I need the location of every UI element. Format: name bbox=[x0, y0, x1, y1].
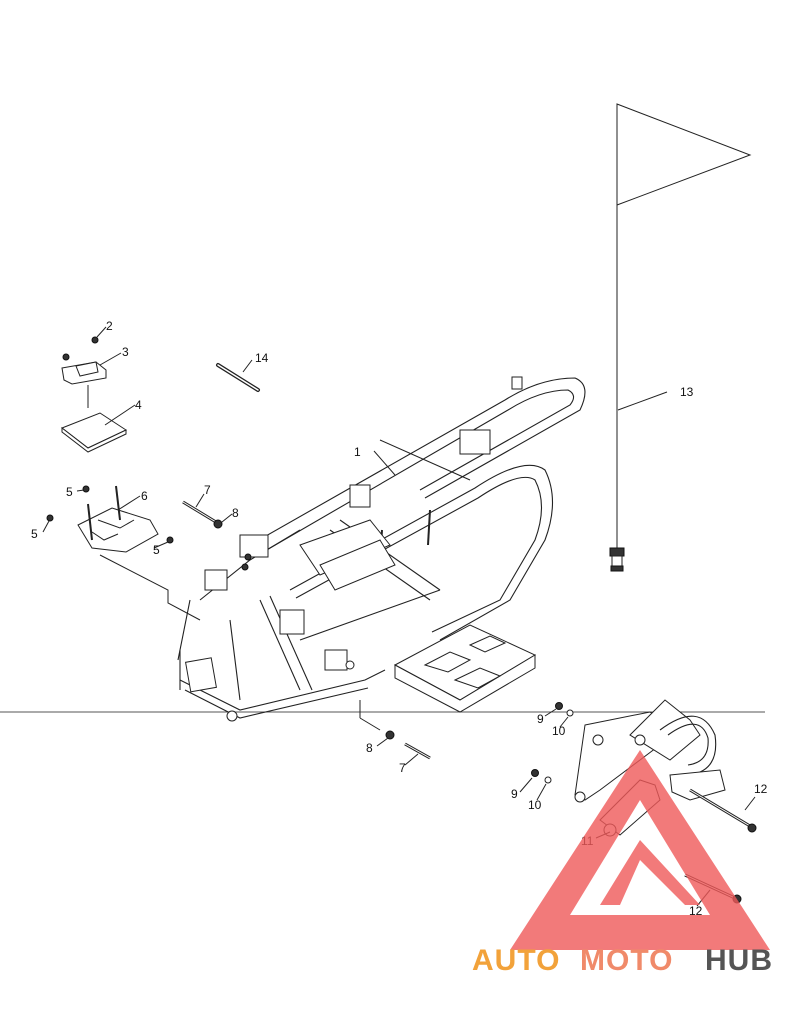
watermark-text: AUTO MOTO HUB bbox=[472, 944, 773, 977]
watermark-auto: AUTO bbox=[472, 944, 560, 977]
callout-12a: 12 bbox=[754, 782, 768, 796]
callout-5a: 5 bbox=[66, 485, 73, 499]
callout-14: 14 bbox=[255, 351, 269, 365]
leader-lines bbox=[42, 326, 756, 907]
flag-assembly bbox=[609, 103, 752, 572]
callout-5c: 5 bbox=[153, 543, 160, 557]
callout-7a: 7 bbox=[204, 483, 211, 497]
callout-2: 2 bbox=[106, 319, 113, 333]
callout-9b: 9 bbox=[511, 787, 518, 801]
main-frame bbox=[177, 376, 586, 722]
bracket-assembly bbox=[61, 336, 107, 408]
callout-10a: 10 bbox=[552, 724, 566, 738]
watermark-moto: MOTO bbox=[580, 944, 673, 977]
pad-part bbox=[60, 412, 128, 453]
callout-6: 6 bbox=[141, 489, 148, 503]
bolt-lower bbox=[359, 700, 431, 760]
callout-3: 3 bbox=[122, 345, 129, 359]
watermark-hub: HUB bbox=[705, 944, 773, 977]
triangle-logo-icon bbox=[510, 750, 770, 950]
callout-1: 1 bbox=[354, 445, 361, 459]
pin-part bbox=[216, 363, 260, 392]
footrest-plate bbox=[393, 624, 537, 713]
callout-8a: 8 bbox=[232, 506, 239, 520]
callout-10b: 10 bbox=[528, 798, 542, 812]
callout-13: 13 bbox=[680, 385, 694, 399]
callout-12b: 12 bbox=[689, 904, 703, 918]
skid-plate-assembly bbox=[46, 485, 201, 621]
callout-9a: 9 bbox=[537, 712, 544, 726]
callout-5b: 5 bbox=[31, 527, 38, 541]
callout-8b: 8 bbox=[366, 741, 373, 755]
bolt-upper bbox=[182, 500, 252, 571]
callout-7b: 7 bbox=[399, 761, 406, 775]
watermark-logo bbox=[510, 750, 770, 950]
callout-4: 4 bbox=[135, 398, 142, 412]
